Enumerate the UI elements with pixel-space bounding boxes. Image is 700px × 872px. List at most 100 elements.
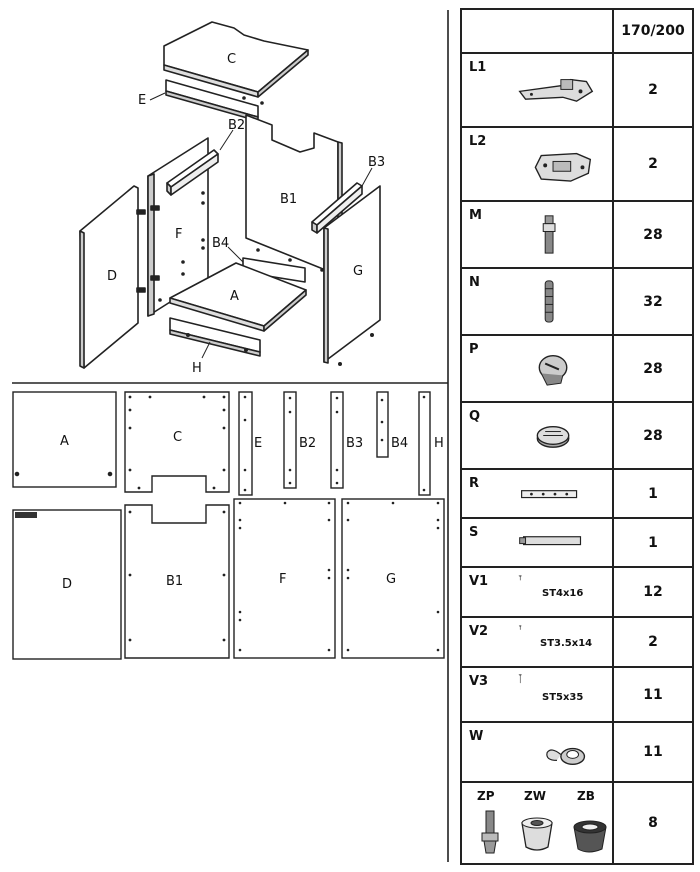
- panel-label-e: E: [254, 436, 262, 451]
- exploded-label-g: G: [353, 264, 363, 279]
- exploded-rail-b3: [311, 182, 363, 234]
- panel-c: [124, 391, 230, 493]
- panel-b3: [330, 391, 344, 489]
- part-code: V2: [469, 624, 489, 639]
- cam-bolt-icon: [542, 215, 556, 254]
- adjustable-foot-icon: [481, 810, 607, 854]
- exploded-label-b2: B2: [228, 118, 245, 133]
- part-cell-r: R: [460, 468, 614, 519]
- part-qty-q: 28: [612, 401, 694, 470]
- panel-label-b3: B3: [346, 436, 363, 451]
- panel-label-b4: B4: [391, 436, 408, 451]
- part-code: L2: [469, 134, 487, 149]
- part-code: R: [469, 476, 480, 491]
- part-code: W: [469, 729, 484, 744]
- part-cell-v1: V1 ST4x16: [460, 566, 614, 618]
- hinge-plate-icon: [534, 152, 592, 182]
- panel-cutlist: A C E B2 B3 B4 H D B1 F G: [12, 391, 445, 660]
- part-cell-l2: L2: [460, 126, 614, 202]
- hinge-arm-icon: [518, 78, 594, 102]
- panel-b2: [283, 391, 297, 489]
- part-code: N: [469, 275, 480, 290]
- part-cell-l1: L1: [460, 52, 614, 128]
- exploded-label-b4: B4: [212, 236, 229, 251]
- screw-icon: [518, 625, 522, 630]
- panel-g: [341, 498, 445, 659]
- drill-holes: [128, 395, 440, 652]
- panel-label-a: A: [60, 434, 69, 449]
- panel-b4: [376, 391, 389, 458]
- exploded-label-e: E: [138, 93, 146, 108]
- foot-label-zw: ZW: [524, 789, 546, 803]
- panel-label-h: H: [434, 436, 444, 451]
- panel-e: [238, 391, 253, 496]
- table-row: W 11: [460, 721, 694, 783]
- screw-spec: ST4x16: [542, 588, 584, 599]
- foot-label-zp: ZP: [477, 789, 495, 803]
- panel-d: [12, 509, 122, 660]
- exploded-rail-b2: [166, 149, 219, 196]
- part-cell-v3: V3 ST5x35: [460, 666, 614, 723]
- part-qty-l1: 2: [612, 52, 694, 128]
- part-cell-p: P: [460, 334, 614, 403]
- part-cell-m: M: [460, 200, 614, 269]
- part-qty-p: 28: [612, 334, 694, 403]
- exploded-panel-c: [163, 21, 309, 98]
- screw-icon: [518, 575, 522, 581]
- panel-label-b1: B1: [166, 574, 183, 589]
- panel-label-c: C: [173, 430, 182, 445]
- table-header-quantity: 170/200: [612, 8, 694, 54]
- assembly-guide-dots: [158, 96, 374, 366]
- part-qty-s: 1: [612, 517, 694, 568]
- part-cell-n: N: [460, 267, 614, 336]
- part-cell-q: Q: [460, 401, 614, 470]
- exploded-door-d: [79, 185, 139, 369]
- part-code: V3: [469, 674, 489, 689]
- table-row: ZP ZW ZB 8: [460, 781, 694, 865]
- table-row: L1 2: [460, 52, 694, 128]
- table-row: M 28: [460, 200, 694, 269]
- part-code: V1: [469, 574, 489, 589]
- exploded-label-b3: B3: [368, 155, 385, 170]
- exploded-panel-f: [147, 137, 209, 317]
- part-code: M: [469, 208, 482, 223]
- table-row: Q 28: [460, 401, 694, 470]
- part-cell-w: W: [460, 721, 614, 783]
- part-code: L1: [469, 60, 487, 75]
- part-code: S: [469, 525, 479, 540]
- part-qty-n: 32: [612, 267, 694, 336]
- exploded-label-h: H: [192, 361, 202, 376]
- exploded-label-a: A: [230, 289, 239, 304]
- screw-spec: ST5x35: [542, 692, 584, 703]
- panel-label-d: D: [62, 577, 72, 592]
- table-row: L2 2: [460, 126, 694, 202]
- table-row: V1 ST4x16 12: [460, 566, 694, 618]
- exploded-label-b1: B1: [280, 192, 297, 207]
- screw-spec: ST3.5x14: [540, 638, 593, 649]
- part-qty-v3: 11: [612, 666, 694, 723]
- metal-strip-icon: [521, 490, 578, 499]
- exploded-label-c: C: [227, 52, 236, 67]
- panel-d-stamp: [15, 512, 37, 518]
- table-row: S 1: [460, 517, 694, 568]
- exploded-panel-g: [323, 185, 381, 364]
- part-qty-feet: 8: [612, 781, 694, 865]
- exploded-label-f: F: [175, 227, 182, 242]
- exploded-view: C E B1 F B2 D: [79, 21, 385, 376]
- assembly-diagram: C E B1 F B2 D: [12, 10, 449, 862]
- exploded-panel-b1: [245, 114, 343, 277]
- long-screw-icon: [518, 674, 522, 684]
- exploded-panel-a: [169, 262, 307, 332]
- table-row: R 1: [460, 468, 694, 519]
- table-header-empty: [460, 8, 614, 54]
- foot-label-zb: ZB: [577, 789, 595, 803]
- exploded-plinth-h: [169, 317, 261, 357]
- screw-cap-icon: [546, 747, 586, 765]
- cam-lock-icon: [538, 355, 568, 386]
- part-qty-w: 11: [612, 721, 694, 783]
- rod-icon: [519, 536, 582, 546]
- part-qty-v2: 2: [612, 616, 694, 668]
- table-row: V2 ST3.5x14 2: [460, 616, 694, 668]
- parts-table: 170/200 L1 2 L2 2 M: [460, 8, 694, 865]
- panel-f: [233, 498, 336, 659]
